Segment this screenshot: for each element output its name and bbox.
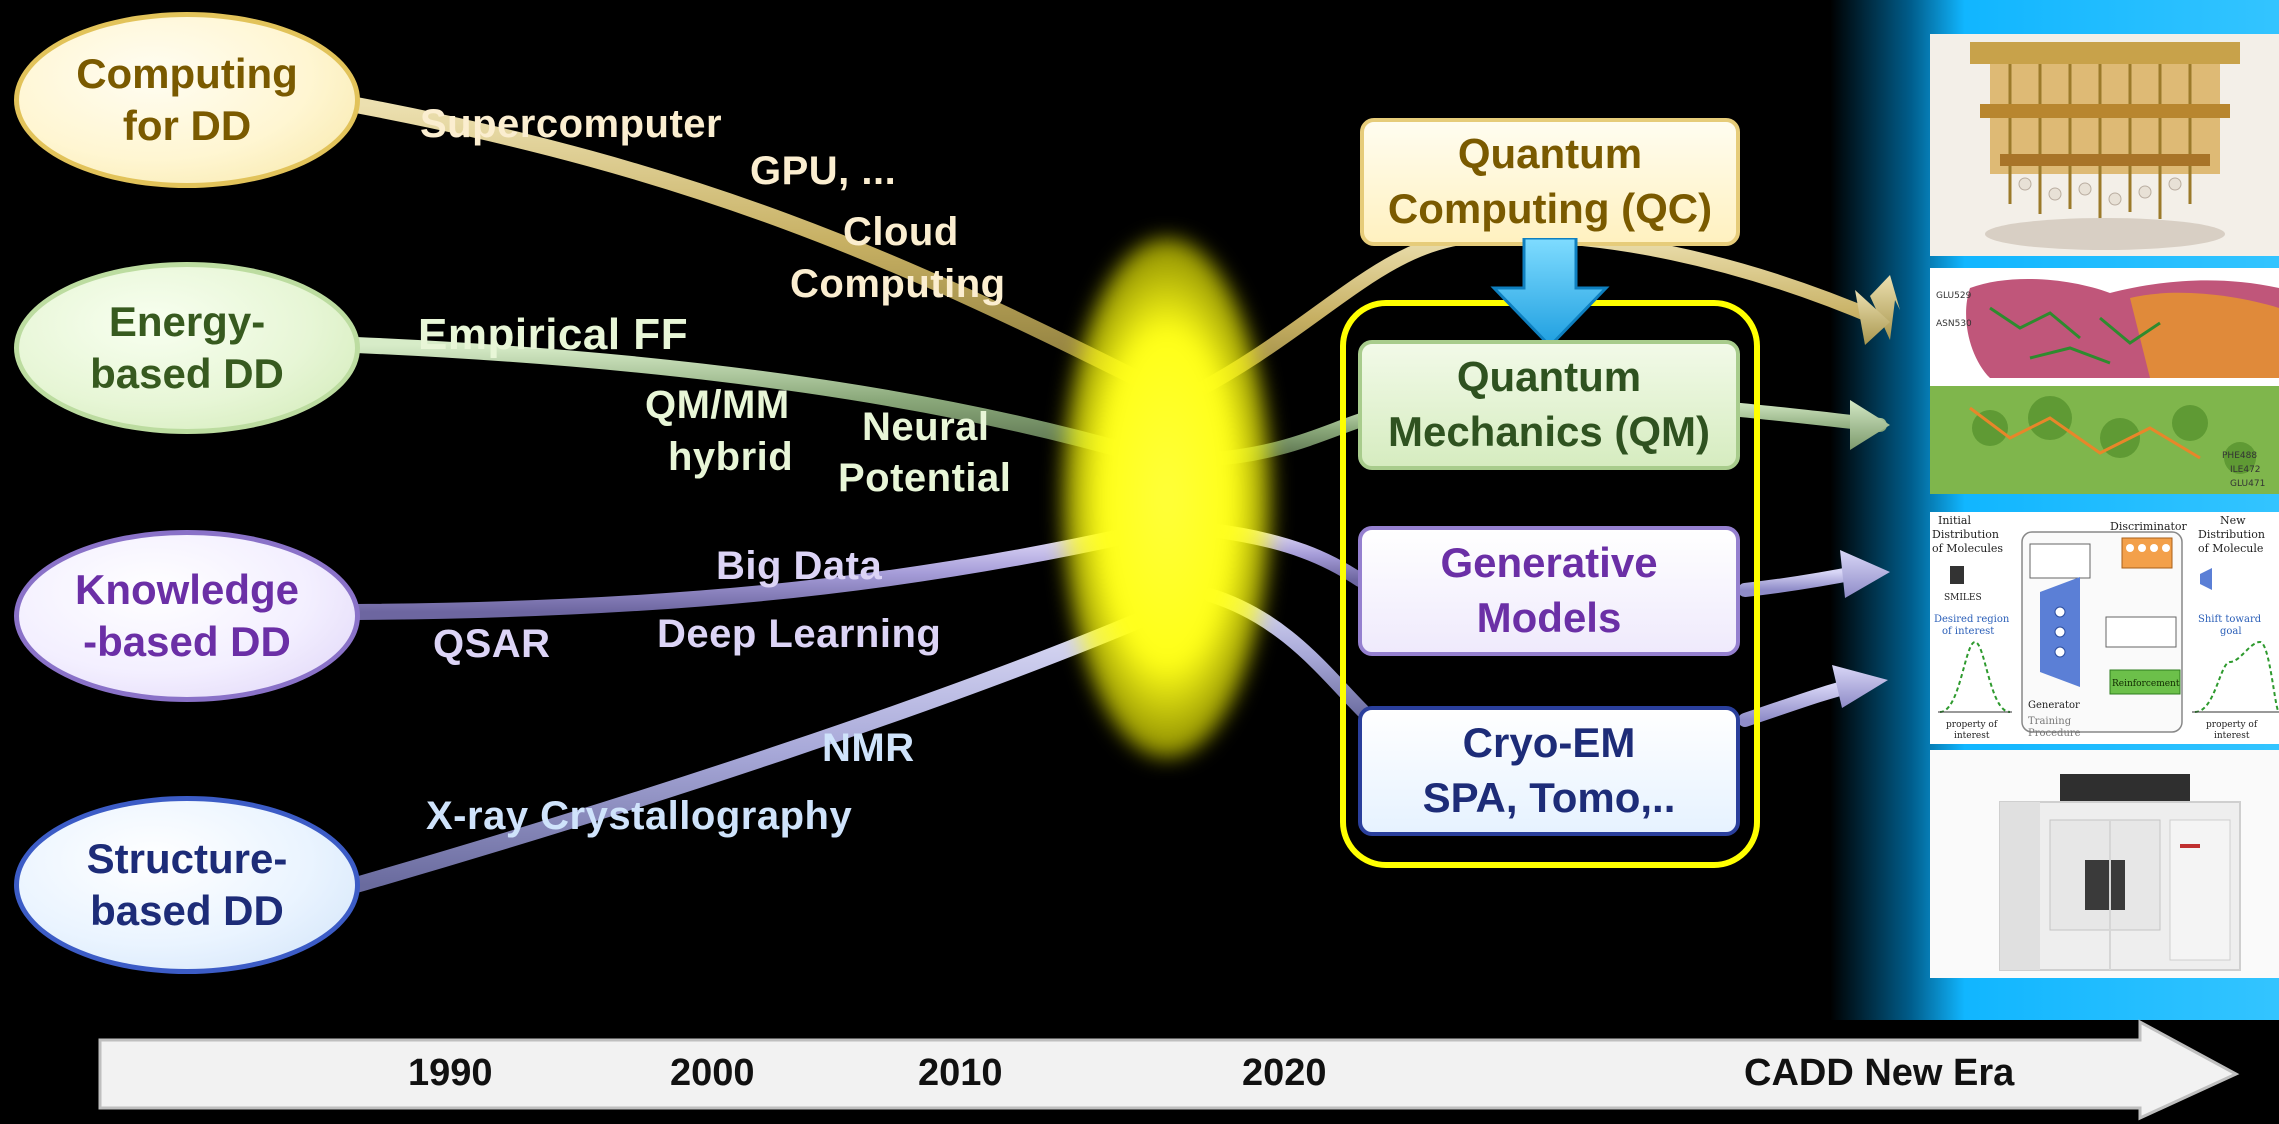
gen-new-2: Distribution — [2198, 528, 2265, 541]
protein-surface-image: GLU529 ASN530 PHE488 ILE472 GLU471 — [1930, 268, 2279, 494]
source-computing-line2: for DD — [122, 102, 252, 149]
residue-label-5: GLU471 — [2230, 479, 2265, 489]
target-gen-line2: Models — [1476, 594, 1622, 641]
gen-reinforcement: Reinforcement — [2112, 679, 2180, 689]
label-empirical-ff: Empirical FF — [418, 310, 689, 359]
flow-computing-in — [348, 97, 1148, 388]
label-neural-line2: Potential — [838, 456, 1012, 500]
timeline-2020: 2020 — [1242, 1052, 1327, 1094]
source-structure-line2: based DD — [90, 887, 284, 934]
residue-label-4: ILE472 — [2230, 465, 2261, 475]
source-energy-line1: Energy- — [108, 297, 266, 345]
timeline-1990: 1990 — [408, 1052, 493, 1094]
gen-prop-left-2: interest — [1954, 731, 1990, 741]
target-quantum-computing: Quantum Computing (QC) — [1360, 118, 1740, 246]
gen-training-1: Training — [2028, 716, 2072, 727]
gen-initial-3: of Molecules — [1932, 542, 2003, 555]
label-qmmm-line2: hybrid — [668, 435, 794, 479]
label-nmr: NMR — [822, 726, 915, 770]
source-computing-line1: Computing — [76, 49, 298, 97]
gen-prop-right-1: property of — [2206, 720, 2258, 730]
residue-label-1: GLU529 — [1936, 291, 1972, 301]
target-gen-line1: Generative — [1440, 539, 1658, 587]
label-cloud-line1: Cloud — [843, 210, 959, 254]
source-knowledge-line2: -based DD — [83, 618, 291, 665]
gen-db-icon — [1950, 566, 1964, 584]
gen-new-1: New — [2220, 514, 2246, 527]
target-qc-line2: Computing (QC) — [1387, 185, 1713, 232]
source-structure: Structure- based DD — [14, 796, 360, 974]
target-cryo-em: Cryo-EM SPA, Tomo,.. — [1358, 706, 1740, 836]
target-cryo-line1: Cryo-EM — [1462, 719, 1636, 767]
gen-generator: Generator — [2028, 700, 2080, 711]
arrowhead-structure — [1832, 665, 1888, 708]
flow-energy-in — [348, 337, 1148, 463]
target-qm-line1: Quantum — [1456, 353, 1642, 401]
arrowhead-computing — [1870, 275, 1900, 340]
gen-desired-1: Desired region — [1934, 614, 2010, 625]
target-quantum-mechanics: Quantum Mechanics (QM) — [1358, 340, 1740, 470]
gen-desired-2: of interest — [1942, 626, 1994, 637]
arrowhead-energy — [1850, 400, 1890, 450]
label-gpu: GPU, ... — [750, 149, 897, 193]
label-deep-learning: Deep Learning — [657, 612, 942, 656]
residue-label-3: PHE488 — [2222, 451, 2257, 461]
label-qmmm-line1: QM/MM — [645, 383, 790, 427]
target-qc-line1: Quantum — [1457, 130, 1643, 178]
arrowhead-knowledge — [1840, 550, 1890, 598]
timeline-era: CADD New Era — [1744, 1052, 2015, 1094]
gen-smiles: SMILES — [1944, 593, 1982, 603]
label-neural-line1: Neural — [862, 405, 990, 449]
convergence-glow — [1062, 238, 1272, 758]
gen-shift-1: Shift toward — [2198, 614, 2262, 625]
target-generative-models: Generative Models — [1358, 526, 1740, 656]
source-computing: Computing for DD — [14, 12, 360, 188]
source-knowledge-line1: Knowledge — [74, 565, 299, 613]
gen-shift-2: goal — [2220, 626, 2242, 637]
target-cryo-line2: SPA, Tomo,.. — [1422, 774, 1676, 821]
gen-prop-right-2: interest — [2214, 731, 2250, 741]
source-energy: Energy- based DD — [14, 262, 360, 434]
flow-structure-in — [348, 612, 1148, 893]
generative-model-diagram: Initial Distribution of Molecules SMILES… — [1930, 512, 2279, 744]
target-qm-line2: Mechanics (QM) — [1387, 408, 1711, 455]
arrowhead-computing-tip — [1855, 290, 1890, 345]
timeline-2000: 2000 — [670, 1052, 755, 1094]
timeline-2010: 2010 — [918, 1052, 1003, 1094]
cryo-em-microscope-image — [1930, 750, 2279, 978]
gen-new-3: of Molecule — [2198, 542, 2263, 555]
label-big-data: Big Data — [716, 544, 883, 588]
gen-initial-1: Initial — [1938, 514, 1971, 527]
label-xray: X-ray Crystallography — [426, 794, 853, 838]
flow-knowledge-in — [348, 527, 1138, 620]
gen-prop-left-1: property of — [1946, 720, 1998, 730]
label-qsar: QSAR — [433, 622, 551, 666]
gen-initial-2: Distribution — [1932, 528, 1999, 541]
gen-training-2: Procedure — [2028, 728, 2081, 739]
residue-label-2: ASN530 — [1936, 319, 1972, 329]
quantum-computer-image — [1930, 34, 2279, 256]
down-arrow-icon — [1490, 238, 1610, 349]
source-energy-line2: based DD — [90, 350, 284, 397]
source-structure-line1: Structure- — [86, 834, 288, 882]
timeline-bar — [98, 1019, 2240, 1121]
label-supercomputer: Supercomputer — [420, 102, 723, 146]
label-cloud-line2: Computing — [790, 262, 1006, 306]
source-knowledge: Knowledge -based DD — [14, 530, 360, 702]
gen-discriminator: Discriminator — [2110, 520, 2188, 533]
